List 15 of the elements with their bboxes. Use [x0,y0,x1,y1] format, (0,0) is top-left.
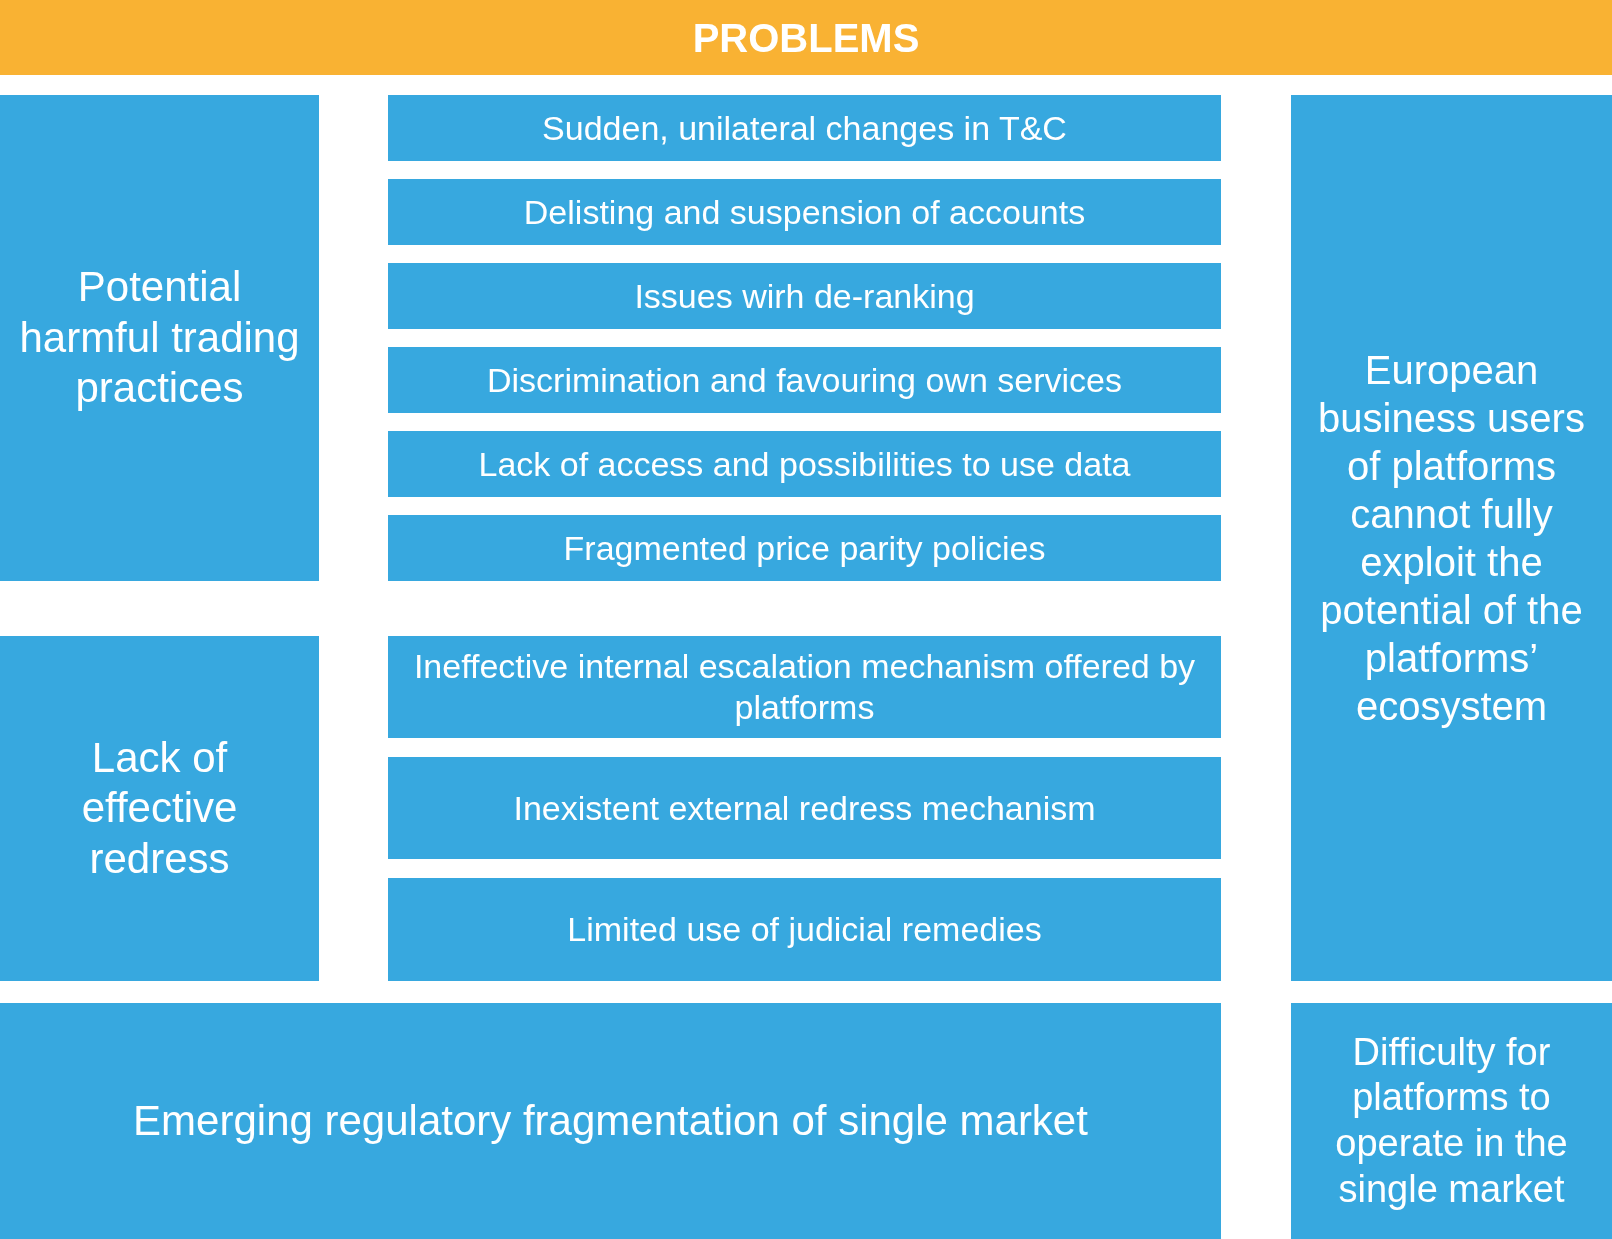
category-box: Lack of effective redress [0,636,319,981]
problem-box: Discrimination and favouring own services [388,347,1221,413]
problem-box: Limited use of judicial remedies [388,878,1221,981]
problem-box: Sudden, unilateral changes in T&C [388,95,1221,161]
problem-box: Ineffective internal escalation mechanism offered by platforms [388,636,1221,738]
category-box: Potential harmful trading practices [0,95,319,581]
outcome-box: European business users of platforms cannot fully exploit the potential of the platforms’ ecosystem [1291,95,1612,981]
problem-box: Lack of access and possibilities to use data [388,431,1221,497]
header-band: PROBLEMS [0,0,1612,75]
problem-box: Fragmented price parity policies [388,515,1221,581]
problem-box: Issues wirh de-ranking [388,263,1221,329]
problem-box: Inexistent external redress mechanism [388,757,1221,859]
category-box: Emerging regulatory fragmentation of single market [0,1003,1221,1239]
outcome-box: Difficulty for platforms to operate in the single market [1291,1003,1612,1239]
problem-box: Delisting and suspension of accounts [388,179,1221,245]
